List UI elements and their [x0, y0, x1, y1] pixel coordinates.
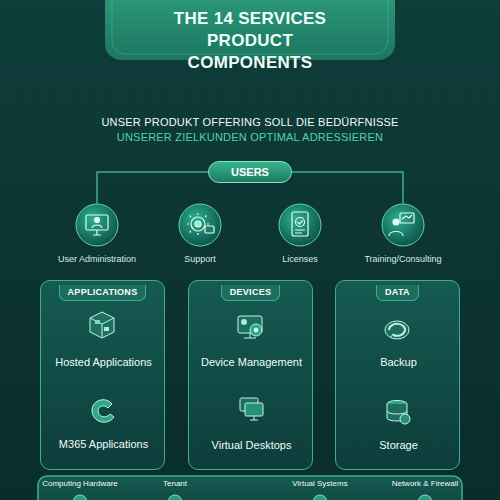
category-panel: APPLICATIONS Hosted ApplicationsM365 Appl… [40, 280, 165, 470]
art-circle [195, 221, 201, 227]
base-service-item: Virtual Systems [267, 479, 373, 493]
art-circle [418, 495, 432, 500]
node-label: Training/Consulting [350, 254, 456, 264]
node-label: Hosted Applications [41, 356, 166, 368]
art-path [298, 221, 303, 225]
base-service-item: Tenant [132, 479, 218, 493]
art-circle [168, 495, 182, 500]
node-label: M365 Applications [41, 438, 166, 450]
art-path [295, 230, 305, 233]
art-rect [245, 403, 263, 416]
art-circle [279, 204, 321, 246]
art-path [92, 225, 102, 228]
node-label: Backup [336, 356, 461, 368]
node-label: User Administration [44, 254, 150, 264]
title-text: THE 14 SERVICES PRODUCT COMPONENTS [150, 8, 350, 74]
art-path [90, 312, 114, 338]
art-circle [313, 495, 327, 500]
art-circle [382, 204, 424, 246]
node-label: Network & Firewall [372, 479, 478, 488]
art-path [391, 334, 396, 337]
subtitle-line: UNSERER ZIELKUNDEN OPTIMAL ADRESSIEREN [0, 131, 500, 143]
art-g [86, 212, 414, 236]
art-circle [254, 328, 258, 332]
panel-heading: DATA [376, 285, 419, 301]
art-rect [188, 280, 313, 470]
art-path [387, 411, 407, 414]
art-path [389, 324, 405, 336]
node-label: Support [147, 254, 253, 264]
art-circle [241, 319, 247, 325]
node-label: Licenses [247, 254, 353, 264]
service-item: Device Management [189, 306, 314, 388]
art-rect [188, 280, 313, 470]
node-label: Storage [336, 439, 461, 451]
art-circle [179, 204, 221, 246]
base-service-item: Computing Hardware [27, 479, 133, 493]
node-label: Device Management [189, 356, 314, 368]
art-circle [296, 218, 305, 227]
art-path [402, 215, 412, 219]
art-rect [40, 280, 165, 470]
node-label: USERS [209, 162, 291, 182]
service-icon-node: Licenses [247, 204, 353, 270]
art-circle [400, 414, 410, 424]
art-rect [292, 212, 308, 236]
base-service-item: Network & Firewall [372, 479, 478, 493]
art-circle [95, 218, 100, 223]
art-rect [104, 327, 109, 331]
art-circle [191, 217, 205, 231]
art-g [76, 204, 424, 246]
service-icon-node: User Administration [44, 204, 150, 270]
art-rect [205, 226, 214, 233]
node-label: Tenant [132, 479, 218, 488]
art-circle [76, 204, 118, 246]
art-rect [400, 213, 414, 223]
art-path [90, 318, 114, 338]
service-icon-node: Support [147, 204, 253, 270]
panel-heading: APPLICATIONS [59, 285, 147, 301]
art-rect [86, 215, 108, 230]
art-rect [95, 320, 100, 324]
service-icon-node: Training/Consulting [350, 204, 456, 270]
art-circle [393, 219, 399, 225]
node-label: Virtual Desktops [189, 439, 314, 451]
category-panel: DATA BackupStorage [335, 280, 460, 470]
art-g [73, 495, 432, 500]
service-item: Virtual Desktops [189, 393, 314, 463]
service-item: Hosted Applications [41, 306, 166, 388]
tree-connector [97, 172, 208, 204]
art-g [90, 312, 410, 424]
node-label: Virtual Systems [267, 479, 373, 488]
tree-connector [292, 172, 403, 204]
art-circle [73, 495, 87, 500]
users-pill: USERS [208, 161, 292, 183]
node-label: Computing Hardware [27, 479, 133, 488]
art-rect [335, 280, 460, 470]
art-path [250, 416, 258, 420]
art-path [389, 232, 403, 237]
art-path [93, 230, 101, 235]
service-item: M365 Applications [41, 393, 166, 463]
art-ellipse [385, 321, 409, 339]
panel-heading: DEVICES [221, 285, 281, 301]
art-path [92, 400, 114, 422]
art-circle [250, 324, 262, 336]
category-panel: DEVICES Device ManagementVirtual Desktops [188, 280, 313, 470]
art-rect [335, 280, 460, 470]
subtitle-line: UNSER PRODUKT OFFERING SOLL DIE BEDÜRFNI… [0, 116, 500, 128]
art-rect [40, 280, 165, 470]
service-item: Backup [336, 306, 461, 388]
service-item: Storage [336, 393, 461, 463]
